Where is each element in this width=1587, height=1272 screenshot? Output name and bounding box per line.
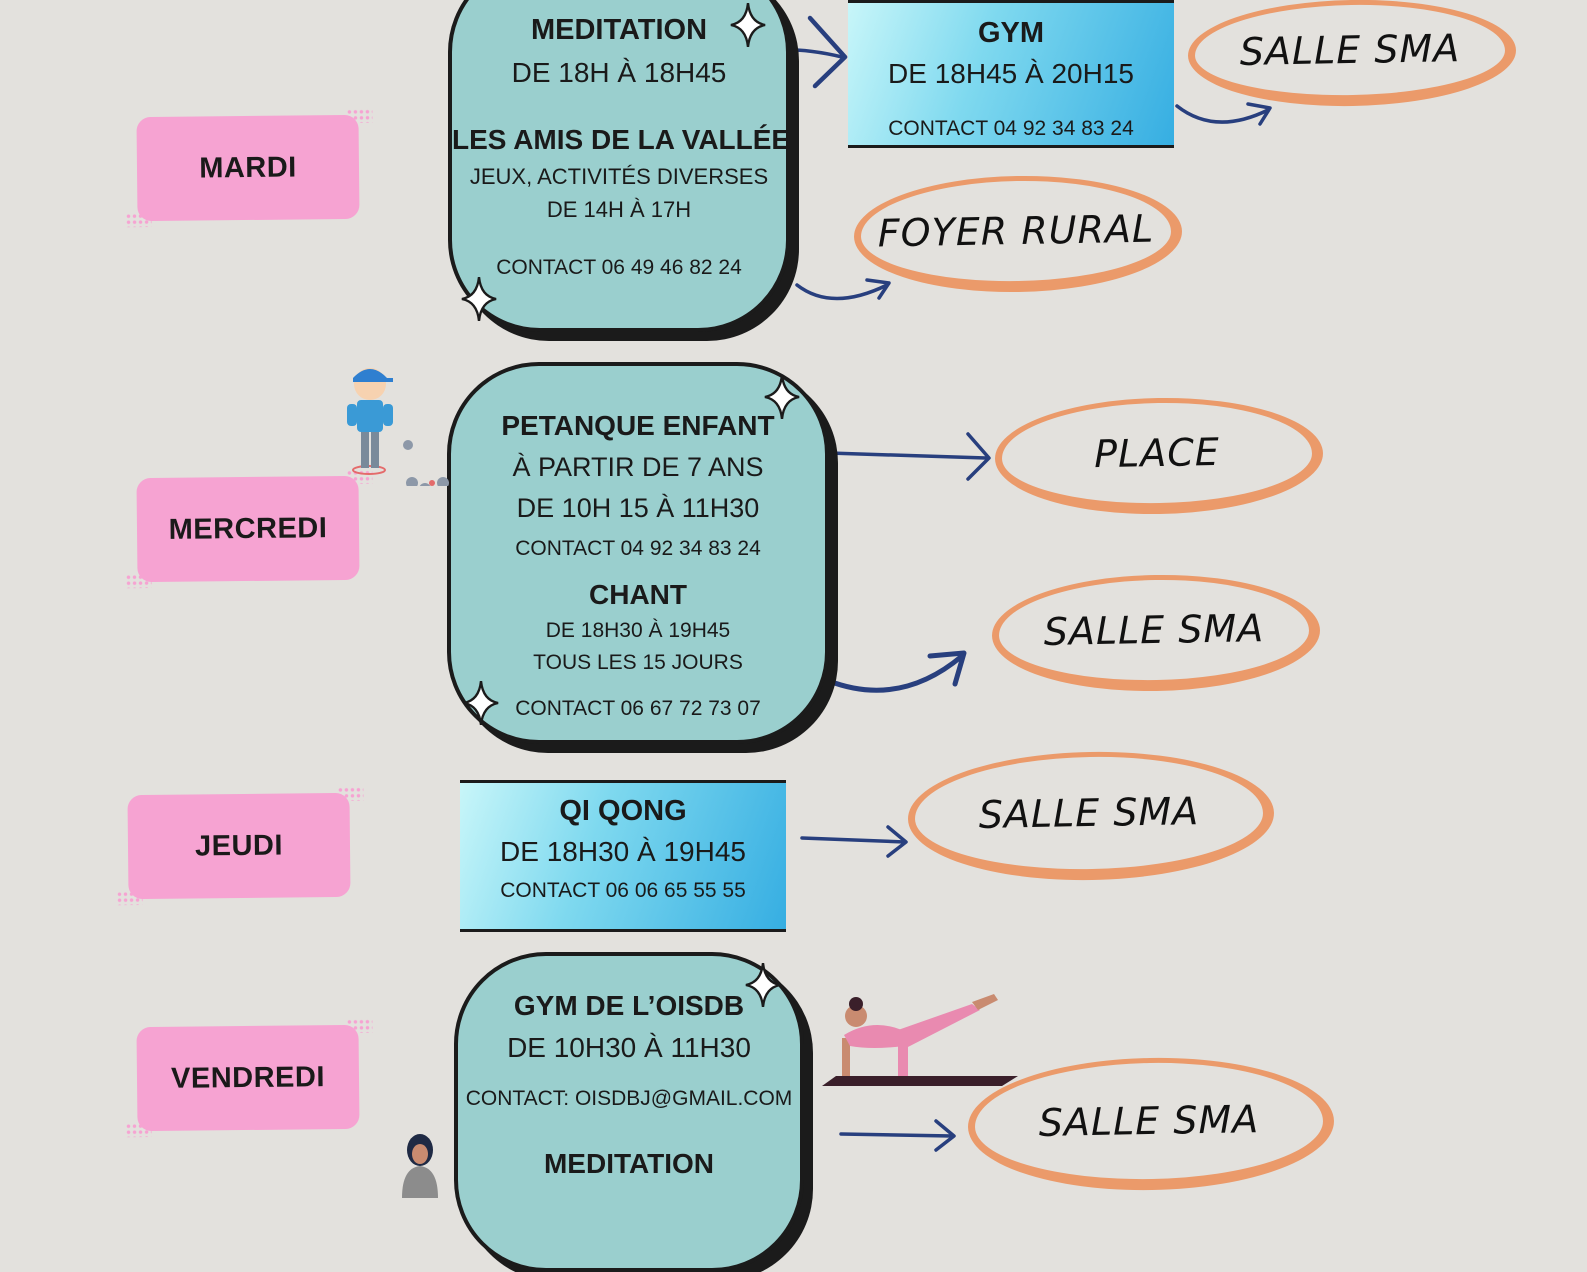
connector-arrows xyxy=(770,15,1272,1152)
sparkle-icon xyxy=(745,963,781,1007)
petanque-time: DE 10H 15 À 11H30 xyxy=(516,493,760,523)
sparkle-icon xyxy=(730,3,766,47)
amis-contact: CONTACT 06 49 46 82 24 xyxy=(496,256,742,279)
chant-time: DE 18H30 À 19H45 xyxy=(545,619,731,642)
yoga-woman-illustration xyxy=(822,994,1018,1086)
activity-box-gym: GYM DE 18H45 À 20H15 CONTACT 04 92 34 83… xyxy=(848,0,1174,148)
gym-title: GYM xyxy=(977,17,1045,49)
chant-frequency: TOUS LES 15 JOURS xyxy=(533,651,743,674)
gym-oisdb-title: GYM DE L’OISDB xyxy=(513,990,745,1021)
gym-time: DE 18H45 À 20H15 xyxy=(888,58,1134,89)
petanque-boy-illustration xyxy=(347,368,449,486)
activity-card-mercredi: PETANQUE ENFANT À PARTIR DE 7 ANS DE 10H… xyxy=(447,362,829,744)
arrow-gymoisdb-to-salle xyxy=(839,1132,954,1138)
qiqong-time: DE 18H30 À 19H45 xyxy=(500,836,746,867)
chant-title: CHANT xyxy=(589,579,687,610)
meditation-time: DE 18H À 18H45 xyxy=(511,57,727,88)
activity-card-mardi: MEDITATION DE 18H À 18H45 LES AMIS DE LA… xyxy=(448,0,790,332)
petanque-title: PETANQUE ENFANT xyxy=(501,410,775,441)
arrow-meditation-to-gym-head xyxy=(807,15,848,89)
gym-oisdb-contact: CONTACT: OISDBJ@GMAIL.COM xyxy=(465,1087,793,1110)
arrow-chant-to-salle-head xyxy=(927,650,967,687)
amis-description: JEUX, ACTIVITÉS DIVERSES xyxy=(469,164,769,189)
petanque-contact: CONTACT 04 92 34 83 24 xyxy=(515,537,761,560)
arrow-qiqong-to-salle xyxy=(800,836,907,844)
arrow-gym-to-salle-head xyxy=(1246,102,1272,126)
chant-contact: CONTACT 06 67 72 73 07 xyxy=(515,697,761,720)
meditation-woman-illustration xyxy=(402,1134,438,1198)
gym-contact: CONTACT 04 92 34 83 24 xyxy=(888,117,1134,140)
arrow-amis-to-foyer xyxy=(795,283,889,301)
meditation-title: MEDITATION xyxy=(530,14,708,46)
qiqong-contact: CONTACT 06 06 65 55 55 xyxy=(500,879,746,902)
arrow-chant-to-salle xyxy=(826,653,965,693)
sparkle-icon xyxy=(764,375,800,419)
gym-oisdb-time: DE 10H30 À 11H30 xyxy=(507,1032,751,1063)
meditation-title-vendredi: MEDITATION xyxy=(543,1148,715,1179)
arrow-gym-to-salle xyxy=(1175,104,1270,124)
amis-title: LES AMIS DE LA VALLÉE xyxy=(452,124,791,155)
sparkle-icon xyxy=(461,277,497,321)
petanque-age: À PARTIR DE 7 ANS xyxy=(512,452,764,482)
arrow-petanque-to-place xyxy=(827,451,988,460)
arrow-petanque-to-place-head xyxy=(966,432,991,481)
activity-box-qiqong: QI QONG DE 18H30 À 19H45 CONTACT 06 06 6… xyxy=(460,780,786,932)
qiqong-title: QI QONG xyxy=(559,795,687,827)
sparkle-icon xyxy=(463,681,499,725)
arrow-amis-to-foyer-head xyxy=(865,278,891,300)
amis-time: DE 14H À 17H xyxy=(546,197,692,222)
arrow-gymoisdb-to-salle-head xyxy=(934,1119,956,1152)
arrow-qiqong-to-salle-head xyxy=(886,825,908,858)
